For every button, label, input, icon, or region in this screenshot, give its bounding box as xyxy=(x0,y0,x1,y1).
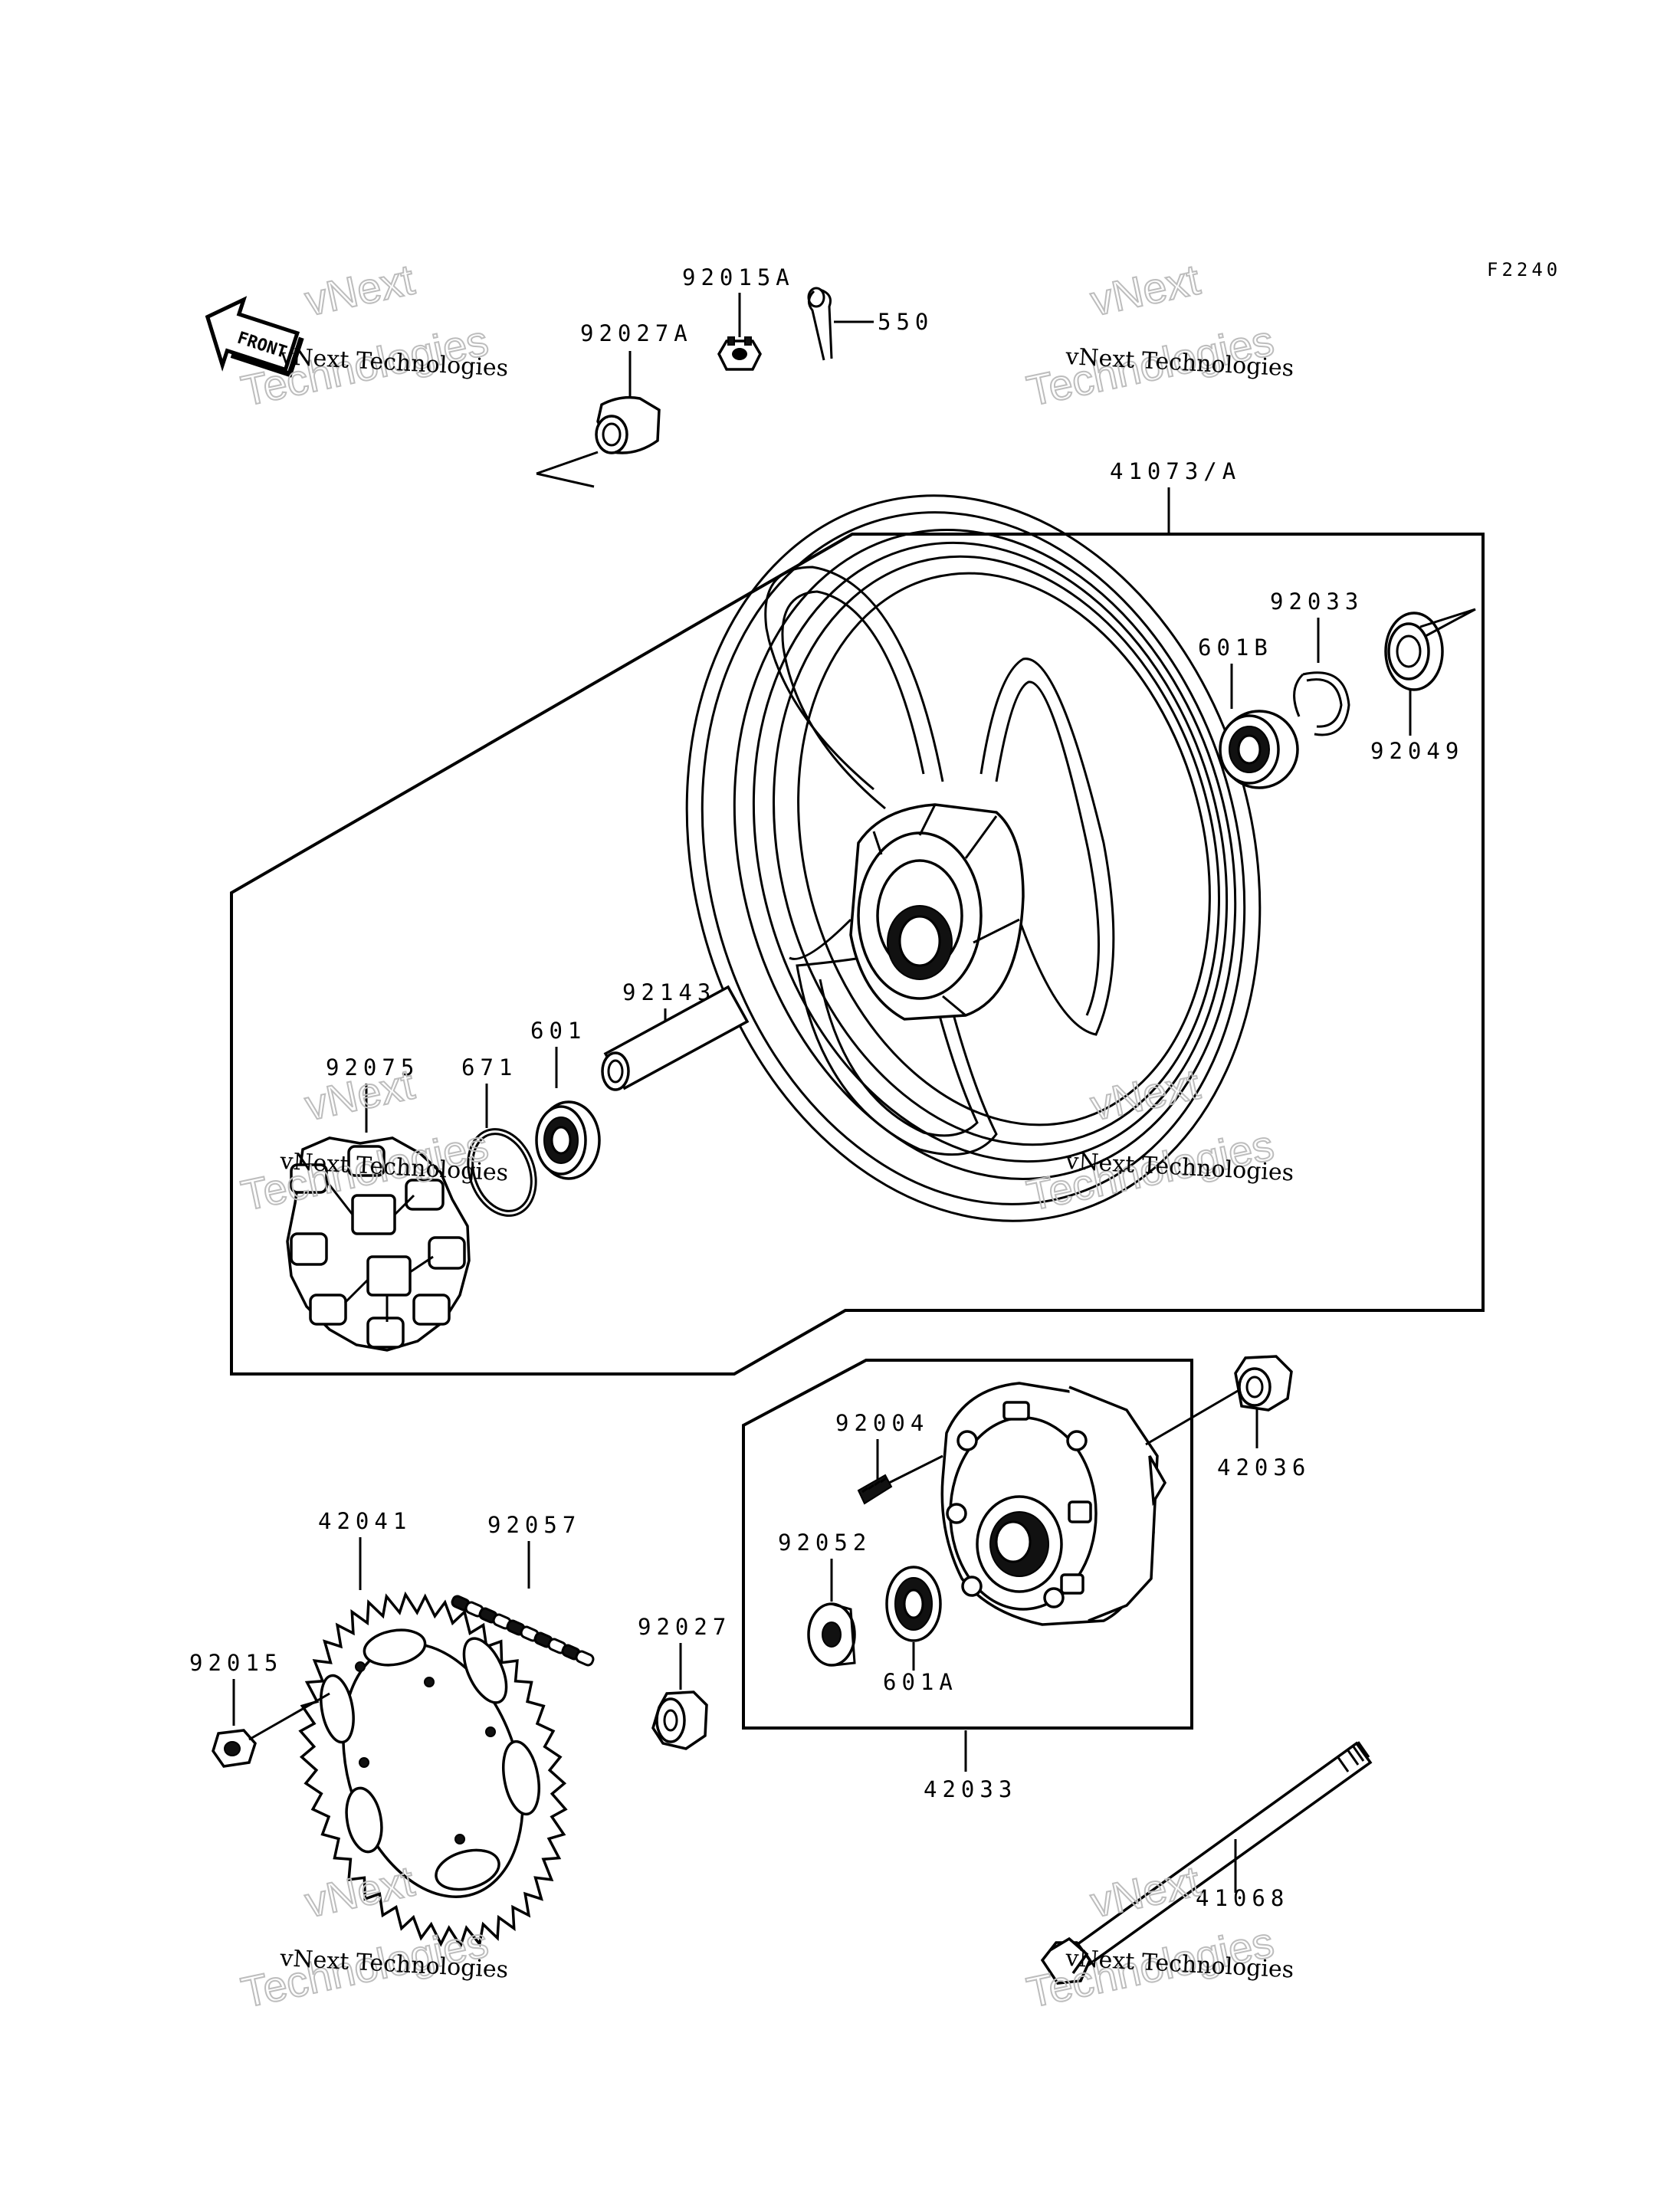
part-42041-rear-sprocket[interactable]: 42041 xyxy=(298,1508,568,1949)
part-601-bearing[interactable]: 601 xyxy=(530,1018,601,1180)
label-92075: 92075 xyxy=(326,1054,419,1080)
part-92049-oil-seal[interactable]: 92049 xyxy=(1370,608,1476,764)
part-42033-sprocket-hub[interactable] xyxy=(940,1382,1167,1626)
watermark-vnext: vNext xyxy=(1087,1857,1205,1926)
label-42036: 42036 xyxy=(1217,1454,1311,1481)
watermark-vnext: vNext xyxy=(301,255,419,325)
label-92027A: 92027A xyxy=(580,320,693,346)
part-92057-chain[interactable]: 92057 xyxy=(451,1512,595,1667)
label-92052: 92052 xyxy=(778,1530,871,1556)
label-92033: 92033 xyxy=(1270,589,1363,615)
label-92004: 92004 xyxy=(835,1410,929,1436)
label-92049: 92049 xyxy=(1370,738,1464,764)
label-550: 550 xyxy=(878,309,934,335)
label-41073A: 41073/A xyxy=(1110,458,1241,484)
label-92027: 92027 xyxy=(638,1614,731,1640)
part-92143-collar[interactable]: 92143 xyxy=(601,979,750,1091)
part-601B-bearing[interactable]: 601B xyxy=(1198,635,1299,789)
label-601B: 601B xyxy=(1198,635,1273,661)
part-41068-axle[interactable]: 41068 xyxy=(1040,1741,1373,1985)
watermark-vnext: vNext xyxy=(1087,255,1205,325)
label-92143: 92143 xyxy=(622,979,716,1005)
label-42041: 42041 xyxy=(318,1508,412,1534)
part-92027A-collar[interactable]: 92027A xyxy=(536,320,693,488)
part-92015A-castle-nut[interactable]: 92015A xyxy=(682,264,795,371)
label-671: 671 xyxy=(461,1054,517,1080)
part-42036-collar[interactable]: 42036 xyxy=(1145,1355,1311,1481)
label-92057: 92057 xyxy=(487,1512,581,1538)
part-92075-damper[interactable]: 92075 xyxy=(286,1054,471,1352)
figure-code: F2240 xyxy=(1487,259,1561,280)
label-601A: 601A xyxy=(883,1669,958,1695)
label-42033: 42033 xyxy=(924,1776,1017,1802)
label-92015: 92015 xyxy=(189,1650,283,1676)
wheel-assembly-frame xyxy=(230,533,1485,1376)
part-601A-bearing[interactable]: 601A xyxy=(883,1566,958,1695)
part-41073A-rear-wheel[interactable] xyxy=(608,431,1339,1286)
part-92004-stud[interactable]: 92004 xyxy=(835,1410,943,1505)
label-601: 601 xyxy=(530,1018,586,1044)
front-arrow-icon: FRONT xyxy=(205,296,304,378)
watermark-vnext: vNext xyxy=(1087,1060,1205,1130)
chain-link xyxy=(575,1650,595,1667)
watermark-vnext: vNext xyxy=(301,1060,419,1130)
hub-assembly-frame xyxy=(742,1359,1193,1730)
label-41068: 41068 xyxy=(1196,1885,1289,1911)
part-550-cotter-pin[interactable]: 550 xyxy=(807,287,934,361)
part-92033-circlip[interactable]: 92033 xyxy=(1270,589,1363,736)
label-92015A: 92015A xyxy=(682,264,795,290)
part-92052-collar[interactable]: 92052 xyxy=(778,1530,871,1667)
part-92027-collar[interactable]: 92027 xyxy=(638,1614,731,1750)
part-671-o-ring[interactable]: 671 xyxy=(457,1054,548,1225)
part-92015-nut[interactable]: 92015 xyxy=(189,1650,330,1768)
